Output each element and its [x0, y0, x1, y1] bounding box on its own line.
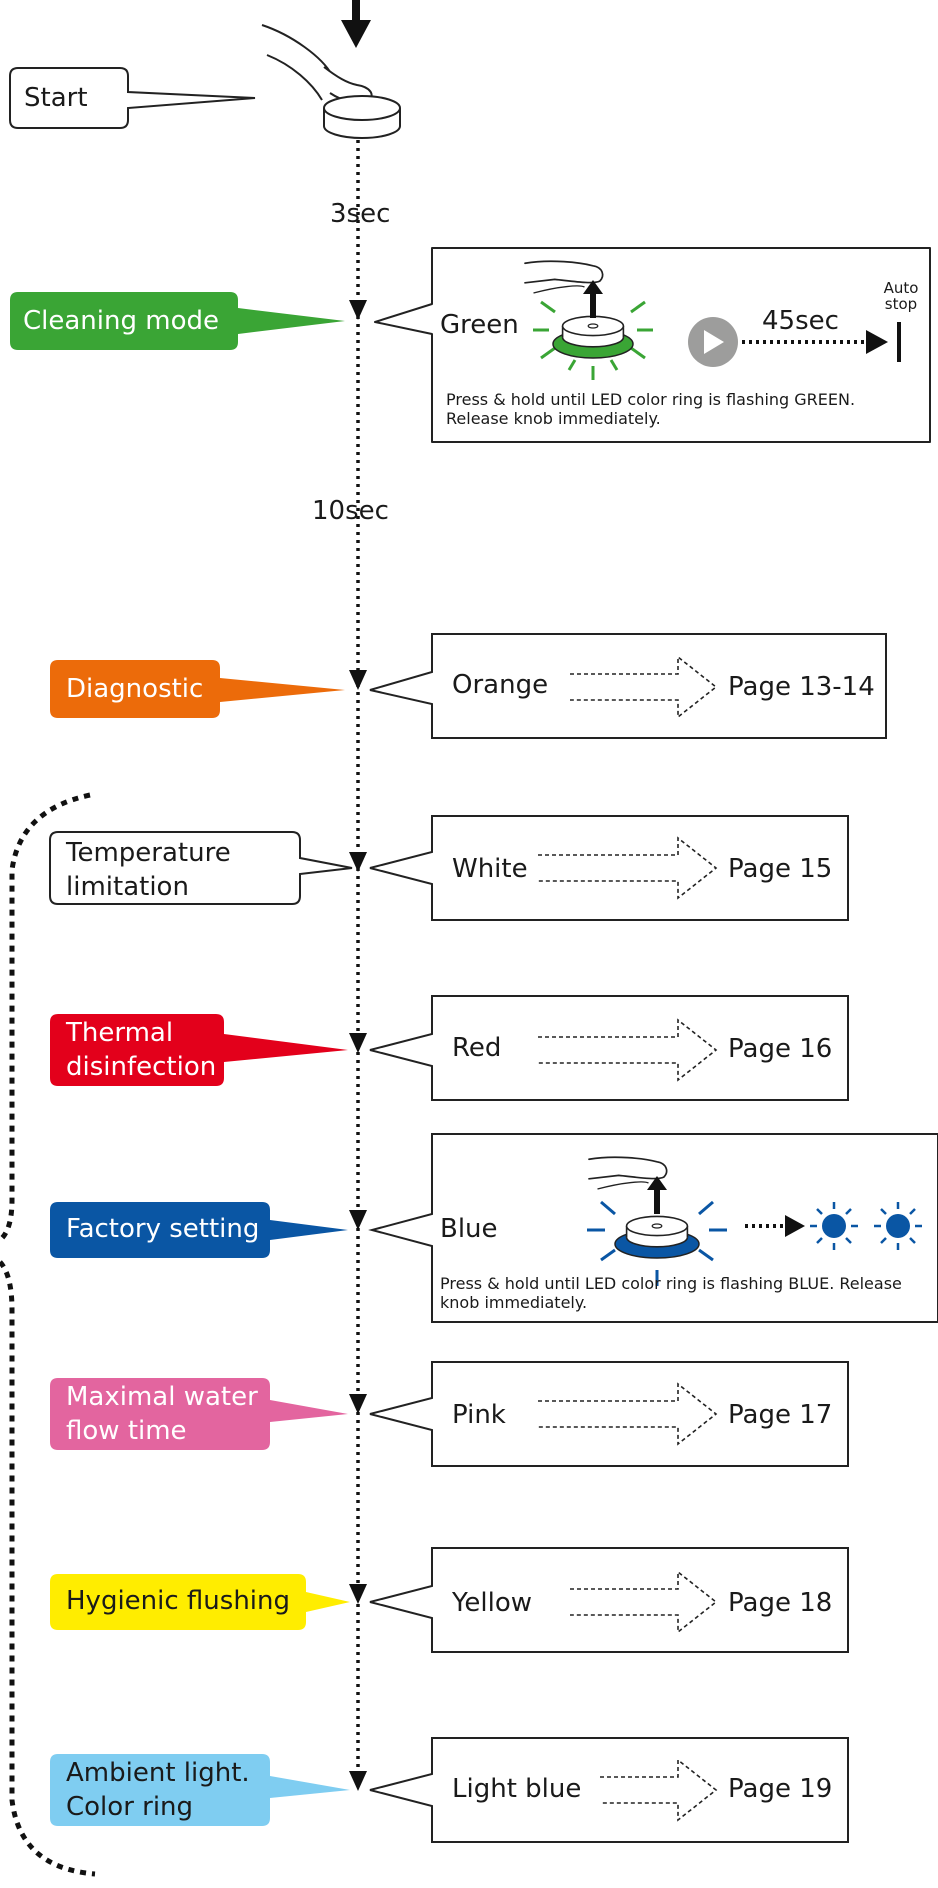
label-diagnostic: Diagnostic: [66, 674, 204, 704]
tag-hygienic: [50, 1574, 350, 1630]
duration-arrow: [742, 322, 901, 362]
group-bracket-top: [0, 792, 91, 1242]
play-icon: [688, 317, 738, 367]
box-cleaning: [374, 247, 931, 443]
color-orange: Orange: [452, 670, 549, 700]
tag-ambient: [50, 1754, 350, 1826]
label-factory-setting: Factory setting: [66, 1214, 260, 1244]
outline-arrows: [538, 655, 718, 1822]
page-ref-thermal[interactable]: Page 16: [728, 1034, 833, 1064]
page-ref-hygienic[interactable]: Page 18: [728, 1588, 833, 1618]
page-ref-ambient[interactable]: Page 19: [728, 1774, 833, 1804]
color-yellow: Yellow: [452, 1588, 533, 1618]
label-hygienic-flushing: Hygienic flushing: [66, 1586, 291, 1616]
color-white: White: [452, 854, 528, 884]
auto-stop-label: Auto stop: [883, 279, 919, 313]
tag-maximal: [50, 1378, 348, 1450]
tag-cleaning: [10, 292, 345, 350]
start-callout: [9, 67, 256, 129]
knob-icon: [323, 95, 401, 139]
page-ref-diagnostic[interactable]: Page 13-14: [728, 672, 875, 702]
color-green: Green: [440, 310, 519, 340]
tag-factory: [50, 1202, 348, 1258]
arrow-down-icon: [341, 0, 371, 48]
led-knob-blue-icon: [587, 1156, 727, 1286]
page-ref-maximal[interactable]: Page 17: [728, 1400, 833, 1430]
page-ref-temperature[interactable]: Page 15: [728, 854, 833, 884]
label-thermal-disinfection: Thermal disinfection: [66, 1018, 217, 1082]
instruction-blue: Press & hold until LED color ring is fla…: [440, 1274, 902, 1312]
timeline-arrowheads: [349, 300, 367, 1791]
timing-3sec: 3sec: [330, 199, 391, 229]
group-bracket-bottom: [0, 1260, 96, 1877]
duration-45sec: 45sec: [762, 306, 839, 336]
start-label: Start: [24, 83, 88, 113]
label-temperature-limitation: Temperature limitation: [66, 838, 231, 902]
tag-thermal: [50, 1014, 348, 1086]
label-cleaning-mode: Cleaning mode: [23, 306, 219, 336]
label-maximal-water-flow-time: Maximal water flow time: [66, 1382, 258, 1446]
color-light-blue: Light blue: [452, 1774, 582, 1804]
led-knob-green-icon: [524, 260, 653, 380]
label-ambient-light: Ambient light. Color ring: [66, 1758, 250, 1822]
tag-temperature: [49, 831, 353, 905]
color-blue: Blue: [440, 1214, 498, 1244]
tag-diagnostic: [50, 660, 345, 718]
blink-led-icon: [745, 1202, 922, 1250]
color-red: Red: [452, 1033, 502, 1063]
color-pink: Pink: [452, 1400, 506, 1430]
timing-10sec: 10sec: [312, 496, 389, 526]
instruction-green: Press & hold until LED color ring is fla…: [446, 390, 856, 428]
